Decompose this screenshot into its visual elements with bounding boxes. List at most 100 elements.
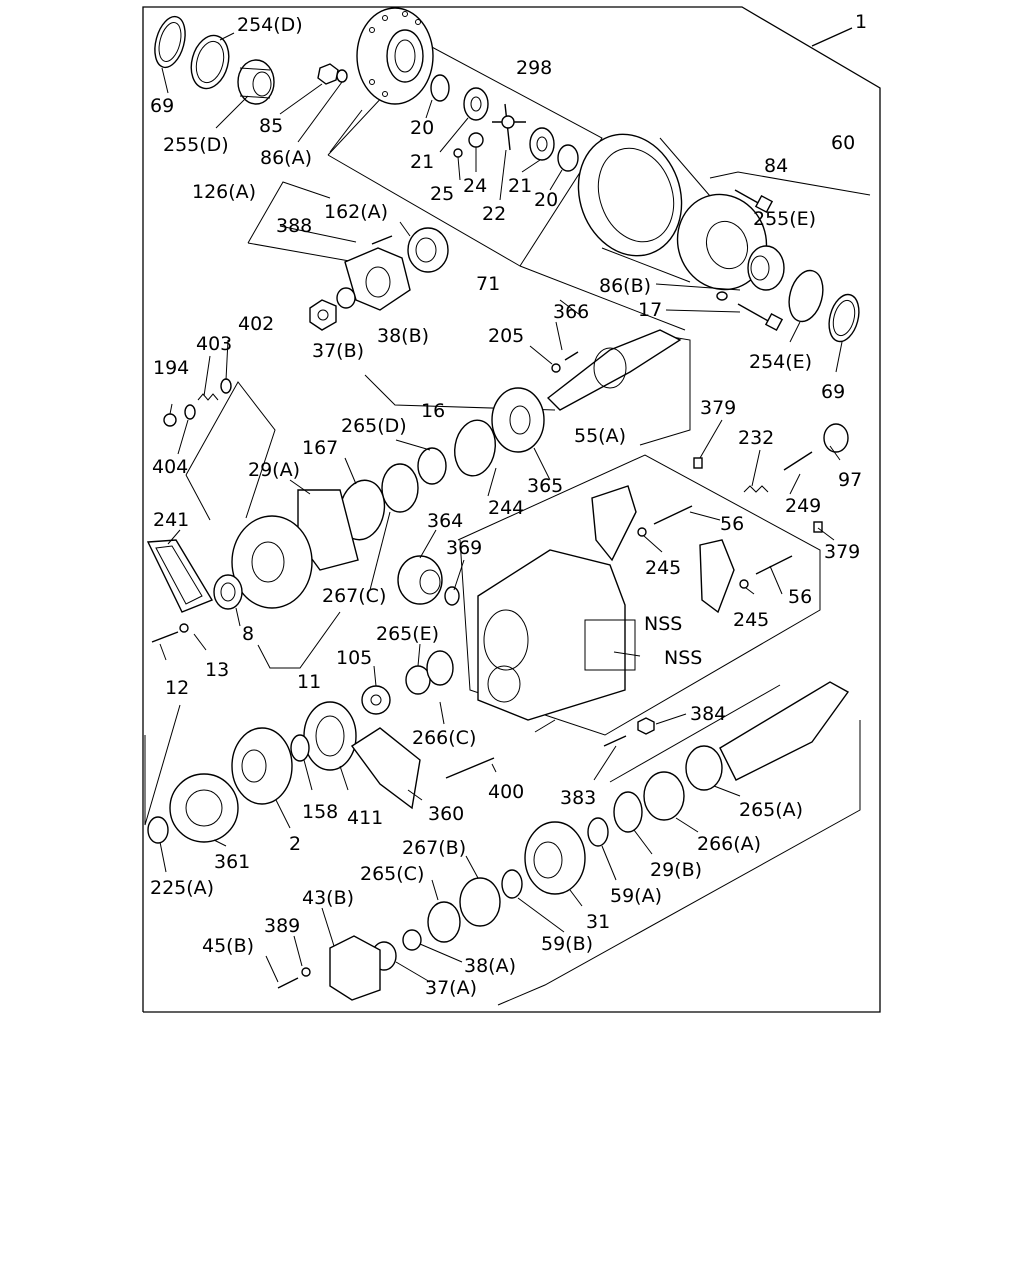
label-59a: 59(A) <box>610 885 662 907</box>
label-365: 365 <box>527 475 563 497</box>
washer-86a <box>336 69 348 83</box>
spring-403 <box>197 393 219 401</box>
label-11: 11 <box>297 671 321 693</box>
label-105: 105 <box>336 647 372 669</box>
label-255d: 255(D) <box>163 134 229 156</box>
label-244: 244 <box>488 497 524 519</box>
label-85: 85 <box>259 115 283 137</box>
label-2: 2 <box>289 833 301 855</box>
bolt-56-upper <box>653 505 693 525</box>
differential-case-flange <box>356 7 434 105</box>
output-shaft <box>719 681 850 781</box>
label-383: 383 <box>560 787 596 809</box>
label-25: 25 <box>430 183 454 205</box>
bolt-17 <box>737 303 784 332</box>
cap-bearing-left <box>591 485 637 562</box>
label-254e: 254(E) <box>749 351 812 373</box>
fork-360 <box>350 727 421 810</box>
gear-31 <box>524 821 586 895</box>
label-8: 8 <box>242 623 254 645</box>
pin-379-upper <box>693 457 703 469</box>
label-254d: 254(D) <box>237 14 303 36</box>
bolt-366 <box>564 351 579 361</box>
label-364: 364 <box>427 510 463 532</box>
label-361: 361 <box>214 851 250 873</box>
label-411: 411 <box>347 807 383 829</box>
washer-25 <box>453 148 463 158</box>
bolt-400 <box>445 757 495 779</box>
washer-38a <box>402 929 422 951</box>
label-205: 205 <box>488 325 524 347</box>
label-126a: 126(A) <box>192 181 256 203</box>
label-267c: 267(C) <box>322 585 386 607</box>
bearing-race-69-top <box>154 15 186 69</box>
plunger-249 <box>783 451 813 471</box>
label-56-lower: 56 <box>788 586 812 608</box>
label-400: 400 <box>488 781 524 803</box>
seal-8 <box>213 574 243 610</box>
label-265a: 265(A) <box>739 799 803 821</box>
nut-85 <box>317 63 339 85</box>
label-265c: 265(C) <box>360 863 424 885</box>
label-37a: 37(A) <box>425 977 477 999</box>
label-245-upper: 245 <box>645 557 681 579</box>
label-60: 60 <box>831 132 855 154</box>
bearing-cone-265d <box>417 447 447 485</box>
bearing-cone-255d <box>237 59 275 105</box>
label-97: 97 <box>838 469 862 491</box>
cap-bearing-right <box>699 539 735 614</box>
label-24: 24 <box>463 175 487 197</box>
snap-ring-225a <box>147 816 169 844</box>
bearing-cone-255e <box>747 245 785 291</box>
washer-389 <box>301 967 311 977</box>
label-17: 17 <box>638 299 662 321</box>
flange-365 <box>491 387 545 453</box>
bearing-388 <box>407 227 449 273</box>
gasket-241 <box>146 539 214 613</box>
label-403: 403 <box>196 333 232 355</box>
label-245-lower: 245 <box>733 609 769 631</box>
label-194: 194 <box>153 357 189 379</box>
label-nss-lower: NSS <box>664 647 702 669</box>
bolt-162a <box>371 235 393 245</box>
o-ring-29b <box>613 791 643 833</box>
snap-ring-59b <box>501 869 523 899</box>
washer-20-left <box>430 74 450 102</box>
gear-105 <box>361 685 391 715</box>
bearing-cup-267c <box>381 463 419 513</box>
label-241: 241 <box>153 509 189 531</box>
cover-43b <box>329 935 381 1001</box>
washer-86b <box>716 291 728 301</box>
bearing-cone-265c <box>427 901 461 943</box>
washer-13 <box>179 623 189 633</box>
label-37b: 37(B) <box>312 340 364 362</box>
washer-38b <box>336 287 356 309</box>
snap-ring-158 <box>290 734 310 762</box>
label-265d: 265(D) <box>341 415 407 437</box>
label-389: 389 <box>264 915 300 937</box>
ring-gear-71 <box>577 133 768 291</box>
label-255e: 255(E) <box>753 208 816 230</box>
leader-lines <box>159 32 843 983</box>
label-402: 402 <box>238 313 274 335</box>
washer-404 <box>184 404 196 420</box>
bolt-45b <box>277 977 299 989</box>
label-249: 249 <box>785 495 821 517</box>
bearing-race-69-right <box>828 293 860 343</box>
bolt-84 <box>734 189 774 214</box>
clutch-sleeve-411 <box>303 701 357 771</box>
bearing-cup-266c <box>426 650 454 686</box>
pinion-gear-24 <box>468 132 484 148</box>
label-266a: 266(A) <box>697 833 761 855</box>
o-ring-244 <box>454 419 496 477</box>
washer-245-a <box>637 527 647 537</box>
transfer-case-55a <box>477 549 636 721</box>
label-298: 298 <box>516 57 552 79</box>
diagram-frame <box>142 6 881 1013</box>
bolt-56-lower <box>755 555 793 575</box>
label-59b: 59(B) <box>541 933 593 955</box>
bolt-383 <box>603 735 627 747</box>
plug-369 <box>444 586 460 606</box>
label-12: 12 <box>165 677 189 699</box>
